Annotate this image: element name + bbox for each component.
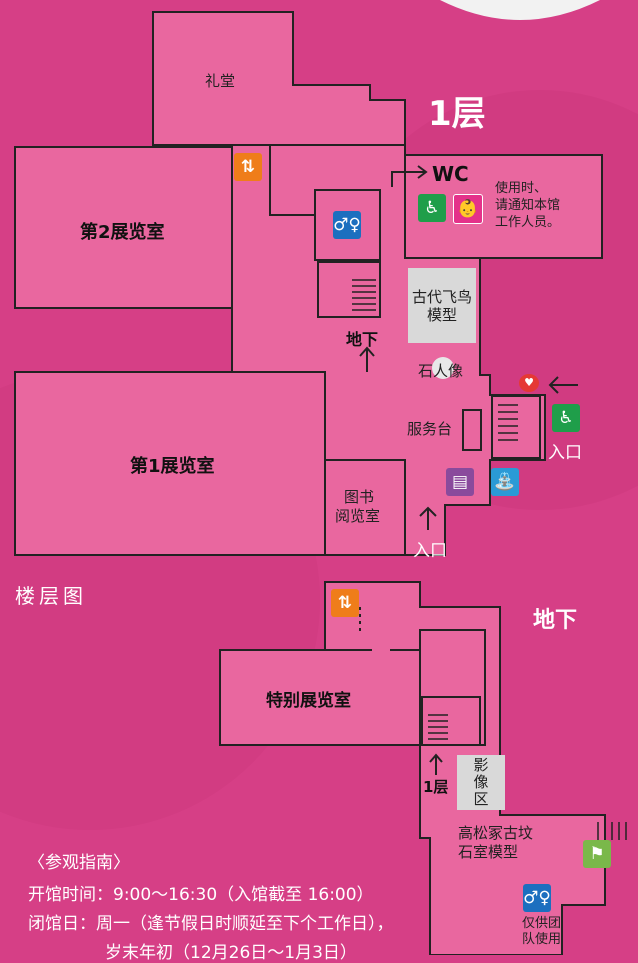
video-label-2: 像 [473,773,489,791]
group-only-label: 仅供团 队使用 [522,916,561,948]
to-floor1-label: 1层 [423,778,449,796]
video-area-box: 影 像 区 [457,755,505,810]
accessible-entrance-icon: ♿ [552,404,580,432]
takamatsuzuka-label: 高松冢古坟 石室模型 [458,824,533,862]
guide-heading: 〈参观指南〉 [28,853,130,873]
basement-restroom-icon: ♂♀ [523,884,551,912]
asuka-model-box: 古代飞鸟 模型 [408,268,476,343]
stone-statue-label: 石人像 [418,362,464,380]
guide-closed-cont: 岁末年初（12月26日～1月3日） [105,943,357,963]
basement-link-label: 地下 [346,330,379,349]
floor1-walls [14,11,603,556]
basement-stairs [428,714,627,840]
auditorium-room [152,11,406,156]
auditorium-label: 礼堂 [205,72,236,90]
library-label-2: 阅览室 [335,507,381,525]
special-exhibit-label: 特别展览室 [266,691,351,711]
restroom-icon: ♂♀ [333,211,361,239]
reception-label: 服务台 [407,420,453,438]
group-only-line-1: 仅供团 [522,916,562,931]
wc-label: WC [432,162,469,186]
floor1-arrows [359,165,578,530]
wc-room [404,154,603,259]
nursing-room-icon: 👶 [453,194,483,224]
wc-note-line-2: 请通知本馆 [495,198,561,213]
locker-icon: ▤ [446,468,474,496]
stone-statue-marker [432,357,454,379]
entrance-side-label: 入口 [548,443,582,463]
smoking-area-icon: ⚑ [583,840,611,868]
takamatsuzuka-line-1: 高松冢古坟 [458,824,534,842]
floor1-title: 1层 [428,94,486,134]
library-label-1: 图书 [344,488,375,506]
wc-note: 使用时、 请通知本馆 工作人员。 [495,180,560,231]
video-label-1: 影 [473,756,489,774]
corner-shape [440,0,600,20]
guide-hours: 开馆时间：9:00～16:30（入馆截至 16:00） [28,885,374,905]
asuka-model-label-2: 模型 [426,306,457,324]
wc-note-line-3: 工作人员。 [495,215,561,230]
video-label-3: 区 [473,790,489,808]
floor-map-label: 楼层图 [15,584,87,608]
group-only-line-2: 队使用 [522,932,562,947]
basement-title: 地下 [533,608,578,633]
library-room [324,459,406,556]
exhibit2-label: 第2展览室 [80,222,165,243]
elevator-icon: ⇅ [234,153,262,181]
accessible-toilet-icon: ♿ [418,194,446,222]
exhibit1-label: 第1展览室 [130,456,215,477]
takamatsuzuka-line-2: 石室模型 [458,843,519,861]
drinking-fountain-icon: ⛲ [491,468,519,496]
entrance-bottom-label: 入口 [413,541,447,561]
floor1-stairs [352,279,518,441]
guide-closed: 闭馆日：周一（逢节假日时顺延至下个工作日）， [28,914,394,934]
aed-icon: ♥ [519,374,539,392]
asuka-model-label-1: 古代飞鸟 [411,288,472,306]
wc-note-line-1: 使用时、 [495,181,548,196]
basement-elevator-icon: ⇅ [331,589,359,617]
